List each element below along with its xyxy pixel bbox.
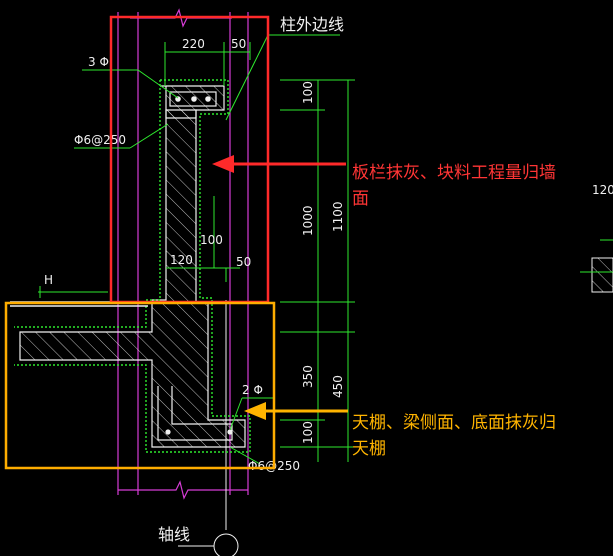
dim-350: 350: [301, 365, 315, 388]
axis-label: 轴线: [158, 525, 190, 544]
orange-arrow: [244, 402, 348, 420]
dim-120-right: 120: [592, 183, 613, 197]
ceiling-note-line2: 天棚: [352, 439, 386, 459]
axis-line: [178, 300, 239, 556]
dim-100-bottom: 100: [301, 421, 315, 444]
dimension-text: 220 50 3 Φ Φ6@250 100 1100 1000 100 120 …: [44, 37, 613, 473]
dim-100-top: 100: [301, 81, 315, 104]
dim-1000: 1000: [301, 205, 315, 236]
dim-450: 450: [331, 375, 345, 398]
rebar-3phi: 3 Φ: [88, 55, 109, 69]
wall-note-line2: 面: [352, 189, 369, 209]
dimension-lines: [38, 34, 355, 465]
ceiling-highlight-box: [4, 301, 276, 470]
dim-1100: 1100: [331, 201, 345, 232]
column-lines: [117, 12, 249, 495]
column-edge-label: 柱外边线: [280, 15, 344, 34]
red-arrow: [212, 155, 346, 173]
dim-220: 220: [182, 37, 205, 51]
adjacent-detail: [580, 239, 613, 293]
rebar: [157, 91, 233, 441]
dim-50-mid: 50: [236, 255, 251, 269]
parapet-section: [19, 85, 246, 448]
label-h: H: [44, 273, 53, 287]
stirrup-top: Φ6@250: [74, 133, 126, 147]
ceiling-note-line1: 天棚、梁侧面、底面抹灰归: [352, 413, 556, 433]
wall-note-line1: 板栏抹灰、块料工程量归墙: [352, 163, 556, 183]
dim-120: 120: [170, 253, 193, 267]
dim-50-top: 50: [231, 37, 246, 51]
dim-100-mid: 100: [200, 233, 223, 247]
rebar-2phi: 2 Φ: [242, 383, 263, 397]
